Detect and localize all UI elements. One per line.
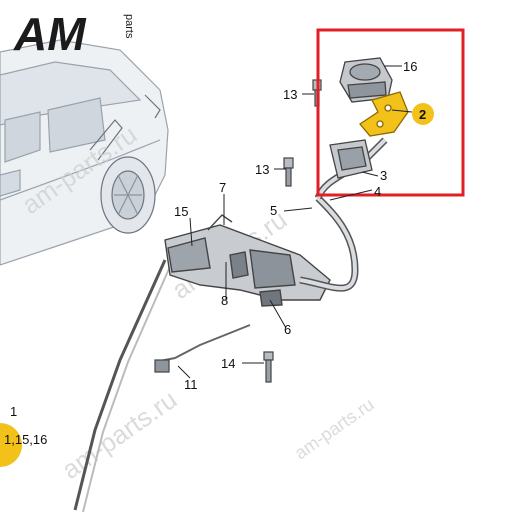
label-5: 5 [270,203,277,218]
socket-part-16 [339,57,393,103]
watermark-4: am-parts.ru [291,394,378,463]
connector-3 [329,139,373,179]
charging-cable [73,259,173,512]
label-15: 15 [174,204,188,219]
car-illustration [0,39,169,266]
screw-13-lower [283,157,294,187]
callout-2-badge [412,103,434,125]
bracket-part-2 [359,91,409,137]
callout-1-badge [0,423,22,467]
highlight-box [316,28,465,197]
label-3: 3 [380,168,387,183]
label-7: 7 [219,180,226,195]
label-6: 6 [284,322,291,337]
watermark-3: am-parts.ru [56,384,182,485]
label-16: 16 [403,59,417,74]
label-11: 11 [184,377,198,392]
label-13-lower: 13 [255,162,269,177]
label-1-refs: 1,15,16 [4,432,47,447]
clip-14 [263,351,274,383]
socket-housing-assembly [164,214,331,307]
logo-sub: parts [123,14,135,39]
label-2: 2 [419,107,426,122]
cable-clamp-11 [154,324,251,373]
label-13-top: 13 [283,87,297,102]
label-14: 14 [221,356,235,371]
leader-lines [177,65,413,379]
logo-mark: AM [13,8,87,60]
label-8: 8 [221,293,228,308]
label-1: 1 [10,404,17,419]
label-4: 4 [374,184,381,199]
am-parts-logo: AM parts [13,8,135,60]
